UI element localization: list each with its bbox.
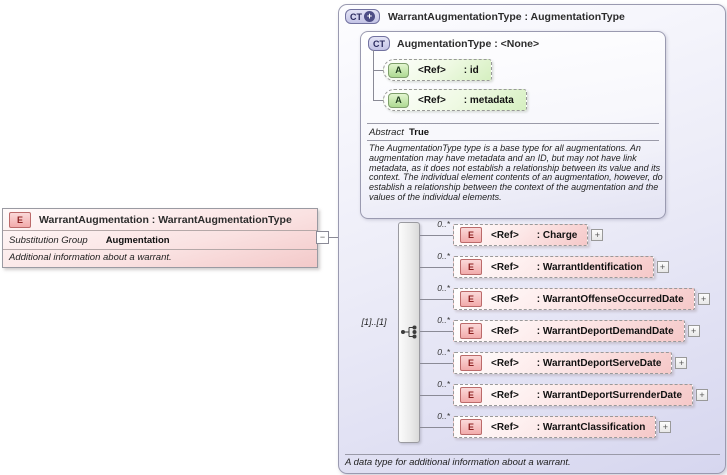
connector-line <box>420 234 453 236</box>
element-name-label: : WarrantDeportDemandDate <box>536 325 674 337</box>
element-row: 0..* E <Ref> : WarrantIdentification + <box>420 251 669 278</box>
divider <box>367 140 659 141</box>
complex-type-header: CT + WarrantAugmentationType : Augmentat… <box>345 9 625 24</box>
element-badge: E <box>460 323 482 339</box>
substitution-group-value: Augmentation <box>105 234 170 246</box>
divider <box>345 454 720 455</box>
element-ref-label: <Ref> <box>491 357 519 369</box>
connector-line <box>420 426 453 428</box>
element-badge: E <box>460 259 482 275</box>
element-name-label: : Charge <box>536 229 578 241</box>
element-header: E WarrantAugmentation : WarrantAugmentat… <box>3 209 317 231</box>
element-ref-box[interactable]: E <Ref> : WarrantDeportDemandDate <box>453 320 685 342</box>
element-badge: E <box>460 291 482 307</box>
complex-type-badge: CT + <box>345 9 380 24</box>
attribute-ref-label: <Ref> <box>418 94 446 106</box>
occurrence-label: 0..* <box>437 347 450 357</box>
collapse-icon[interactable]: − <box>316 231 329 244</box>
attribute-row: A <Ref> : id <box>383 59 492 81</box>
abstract-value: True <box>409 127 430 138</box>
element-ref-box[interactable]: E <Ref> : WarrantOffenseOccurredDate <box>453 288 695 310</box>
element-badge: E <box>9 211 31 228</box>
element-name-label: : WarrantOffenseOccurredDate <box>536 293 684 305</box>
element-ref-box[interactable]: E <Ref> : WarrantClassification <box>453 416 657 438</box>
element-row: 0..* E <Ref> : WarrantDeportDemandDate + <box>420 315 700 342</box>
element-badge: E <box>460 419 482 435</box>
element-ref-box[interactable]: E <Ref> : Charge <box>453 224 589 246</box>
element-row: 0..* E <Ref> : WarrantOffenseOccurredDate + <box>420 283 710 310</box>
element-name-label: : WarrantClassification <box>536 421 646 433</box>
expand-icon[interactable]: + <box>656 261 669 273</box>
sequence-icon <box>401 325 417 339</box>
element-row: 0..* E <Ref> : WarrantDeportSurrenderDate + <box>420 379 709 406</box>
element-name-label: : WarrantIdentification <box>536 261 643 273</box>
divider <box>367 123 659 124</box>
element-ref-label: <Ref> <box>491 325 519 337</box>
element-row: 0..* E <Ref> : WarrantClassification + <box>420 411 672 438</box>
base-type-badge: CT <box>368 36 390 51</box>
connector-line <box>373 50 374 100</box>
occurrence-label: 0..* <box>437 283 450 293</box>
element-ref-label: <Ref> <box>491 261 519 273</box>
element-ref-label: <Ref> <box>491 229 519 241</box>
attribute-badge: A <box>388 92 409 108</box>
element-ref-box[interactable]: E <Ref> : WarrantDeportServeDate <box>453 352 673 374</box>
connector-line <box>420 298 453 300</box>
element-badge: E <box>460 227 482 243</box>
expand-icon[interactable]: + <box>687 325 700 337</box>
connector-line <box>373 100 383 101</box>
connector-line <box>420 266 453 268</box>
connector-line <box>420 330 453 332</box>
connector-line <box>420 362 453 364</box>
abstract-label: Abstract <box>369 127 404 138</box>
element-badge: E <box>460 387 482 403</box>
attribute-row: A <Ref> : metadata <box>383 89 527 111</box>
derived-type-plus-icon: + <box>364 11 375 22</box>
element-description: Additional information about a warrant. <box>9 252 172 263</box>
attribute-ref-box[interactable]: A <Ref> : metadata <box>383 89 527 111</box>
element-ref-label: <Ref> <box>491 293 519 305</box>
substitution-group-label: Substitution Group <box>9 234 88 246</box>
warrant-augmentation-element-box[interactable]: E WarrantAugmentation : WarrantAugmentat… <box>2 208 318 268</box>
base-type-title: AugmentationType : <None> <box>397 37 540 50</box>
attribute-name-label: : metadata <box>463 94 514 106</box>
occurrence-label: 0..* <box>437 379 450 389</box>
panel-footer-description: A data type for additional information a… <box>345 457 571 468</box>
occurrence-label: 0..* <box>437 315 450 325</box>
complex-type-badge-label: CT <box>350 11 362 22</box>
complex-type-title: WarrantAugmentationType : AugmentationTy… <box>388 10 625 23</box>
element-badge: E <box>460 355 482 371</box>
expand-icon[interactable]: + <box>675 357 688 369</box>
occurrence-label: 0..* <box>437 251 450 261</box>
element-title: WarrantAugmentation : WarrantAugmentatio… <box>39 213 292 226</box>
element-ref-label: <Ref> <box>491 421 519 433</box>
attribute-name-label: : id <box>463 64 479 76</box>
attribute-ref-label: <Ref> <box>418 64 446 76</box>
element-row: 0..* E <Ref> : Charge + <box>420 219 604 246</box>
connector-line <box>420 394 453 396</box>
element-ref-box[interactable]: E <Ref> : WarrantIdentification <box>453 256 654 278</box>
sequence-cardinality-label: [1]..[1] <box>361 317 387 327</box>
expand-icon[interactable]: + <box>696 389 709 401</box>
expand-icon[interactable]: + <box>591 229 604 241</box>
expand-icon[interactable]: + <box>697 293 710 305</box>
base-type-header: CT AugmentationType : <None> <box>368 36 539 51</box>
attribute-badge: A <box>388 62 409 78</box>
element-ref-box[interactable]: E <Ref> : WarrantDeportSurrenderDate <box>453 384 694 406</box>
connector-line <box>373 70 383 71</box>
element-row: 0..* E <Ref> : WarrantDeportServeDate + <box>420 347 688 374</box>
occurrence-label: 0..* <box>437 219 450 229</box>
attribute-ref-box[interactable]: A <Ref> : id <box>383 59 492 81</box>
element-name-label: : WarrantDeportSurrenderDate <box>536 389 683 401</box>
element-name-label: : WarrantDeportServeDate <box>536 357 662 369</box>
occurrence-label: 0..* <box>437 411 450 421</box>
base-type-description: The AugmentationType type is a base type… <box>369 143 663 202</box>
element-ref-label: <Ref> <box>491 389 519 401</box>
expand-icon[interactable]: + <box>659 421 672 433</box>
substitution-group-row: Substitution Group Augmentation <box>3 231 317 250</box>
